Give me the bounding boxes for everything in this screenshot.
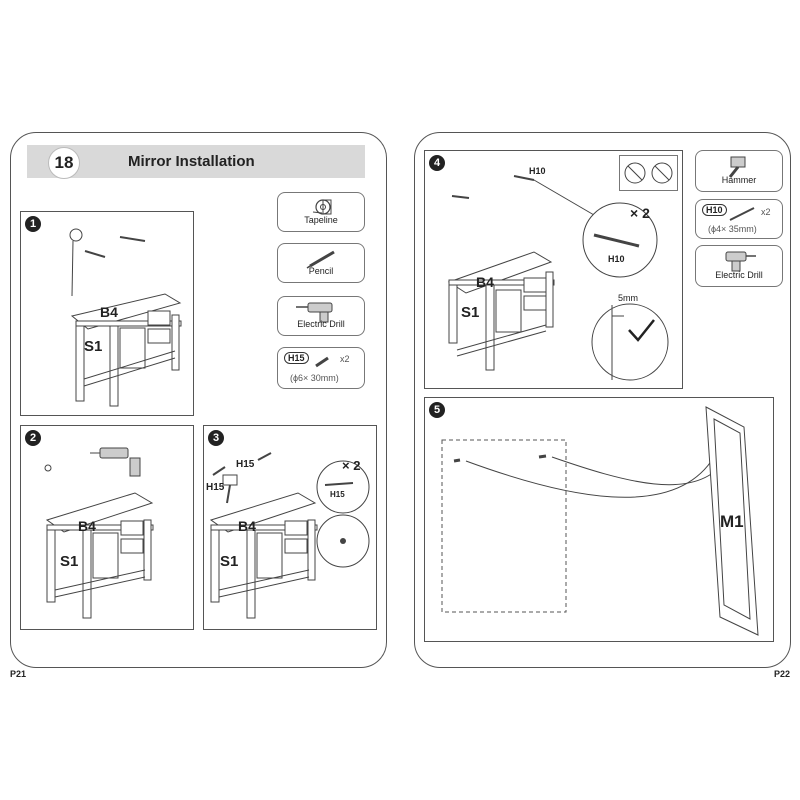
zoom-label: H15 [330, 490, 345, 499]
step-badge: 18 [48, 147, 80, 179]
hardware-qty: x2 [340, 354, 350, 364]
label-b4: B4 [238, 518, 256, 534]
tool-label: Hammer [721, 175, 757, 185]
step-1-number: 1 [25, 216, 41, 232]
page-number-right: P22 [774, 669, 791, 679]
page-number-left: P21 [10, 669, 27, 679]
label-b4: B4 [100, 304, 118, 320]
step-1-illustration [69, 228, 182, 407]
label-h10-zoom: H10 [608, 254, 625, 264]
title-bar [27, 145, 365, 178]
electric-drill-icon [296, 302, 333, 323]
label-h15-left: H15 [206, 482, 225, 493]
label-h10-top: H10 [529, 166, 546, 176]
step-5-number: 5 [429, 402, 445, 418]
step-4-illustration [447, 175, 669, 381]
anchor-screw-icon [315, 356, 329, 368]
tool-label: Electric Drill [297, 319, 345, 329]
page-title: Mirror Installation [128, 153, 255, 170]
step-2-illustration [44, 447, 154, 619]
label-b4: B4 [476, 274, 494, 290]
prohibited-wall-icon [624, 162, 673, 184]
label-s1: S1 [60, 553, 79, 570]
pencil-icon [306, 250, 335, 269]
step-2-number: 2 [25, 430, 41, 446]
label-s1: S1 [220, 553, 239, 570]
label-h15-top: H15 [236, 459, 255, 470]
zoom-qty: × 2 [342, 458, 361, 473]
electric-drill-icon [725, 251, 756, 272]
tool-electric-drill: Electric Drill [277, 296, 365, 336]
tool-electric-drill: Electric Drill [695, 245, 783, 287]
step-3-number: 3 [208, 430, 224, 446]
tool-hammer: Hammer [695, 150, 783, 192]
tool-label: Tapeline [304, 215, 338, 225]
tool-label: Electric Drill [715, 270, 763, 280]
hardware-code: H15 [284, 352, 309, 364]
label-s1: S1 [461, 304, 480, 321]
label-s1: S1 [84, 338, 103, 355]
gap-label: 5mm [618, 293, 638, 303]
no-wall-icon-box [619, 155, 678, 191]
step-5-illustration [441, 406, 759, 636]
hardware-qty: x2 [761, 207, 771, 217]
label-m1: M1 [720, 512, 744, 531]
step-3-illustration [209, 452, 370, 619]
hammer-icon [728, 156, 746, 178]
label-b4: B4 [78, 518, 96, 534]
tool-pencil: Pencil [277, 243, 365, 283]
step-4-number: 4 [429, 155, 445, 171]
hardware-h10: H10 x2 (ϕ4× 35mm) [695, 199, 783, 239]
tapeline-icon [312, 199, 332, 215]
tool-label: Pencil [308, 266, 334, 276]
hardware-size: (ϕ6× 30mm) [290, 373, 339, 383]
hardware-size: (ϕ4× 35mm) [708, 224, 757, 234]
tool-tapeline: Tapeline [277, 192, 365, 232]
screw-icon [729, 207, 755, 221]
zoom-qty: × 2 [630, 205, 650, 221]
hardware-h15: H15 x2 (ϕ6× 30mm) [277, 347, 365, 389]
hardware-code: H10 [702, 204, 727, 216]
